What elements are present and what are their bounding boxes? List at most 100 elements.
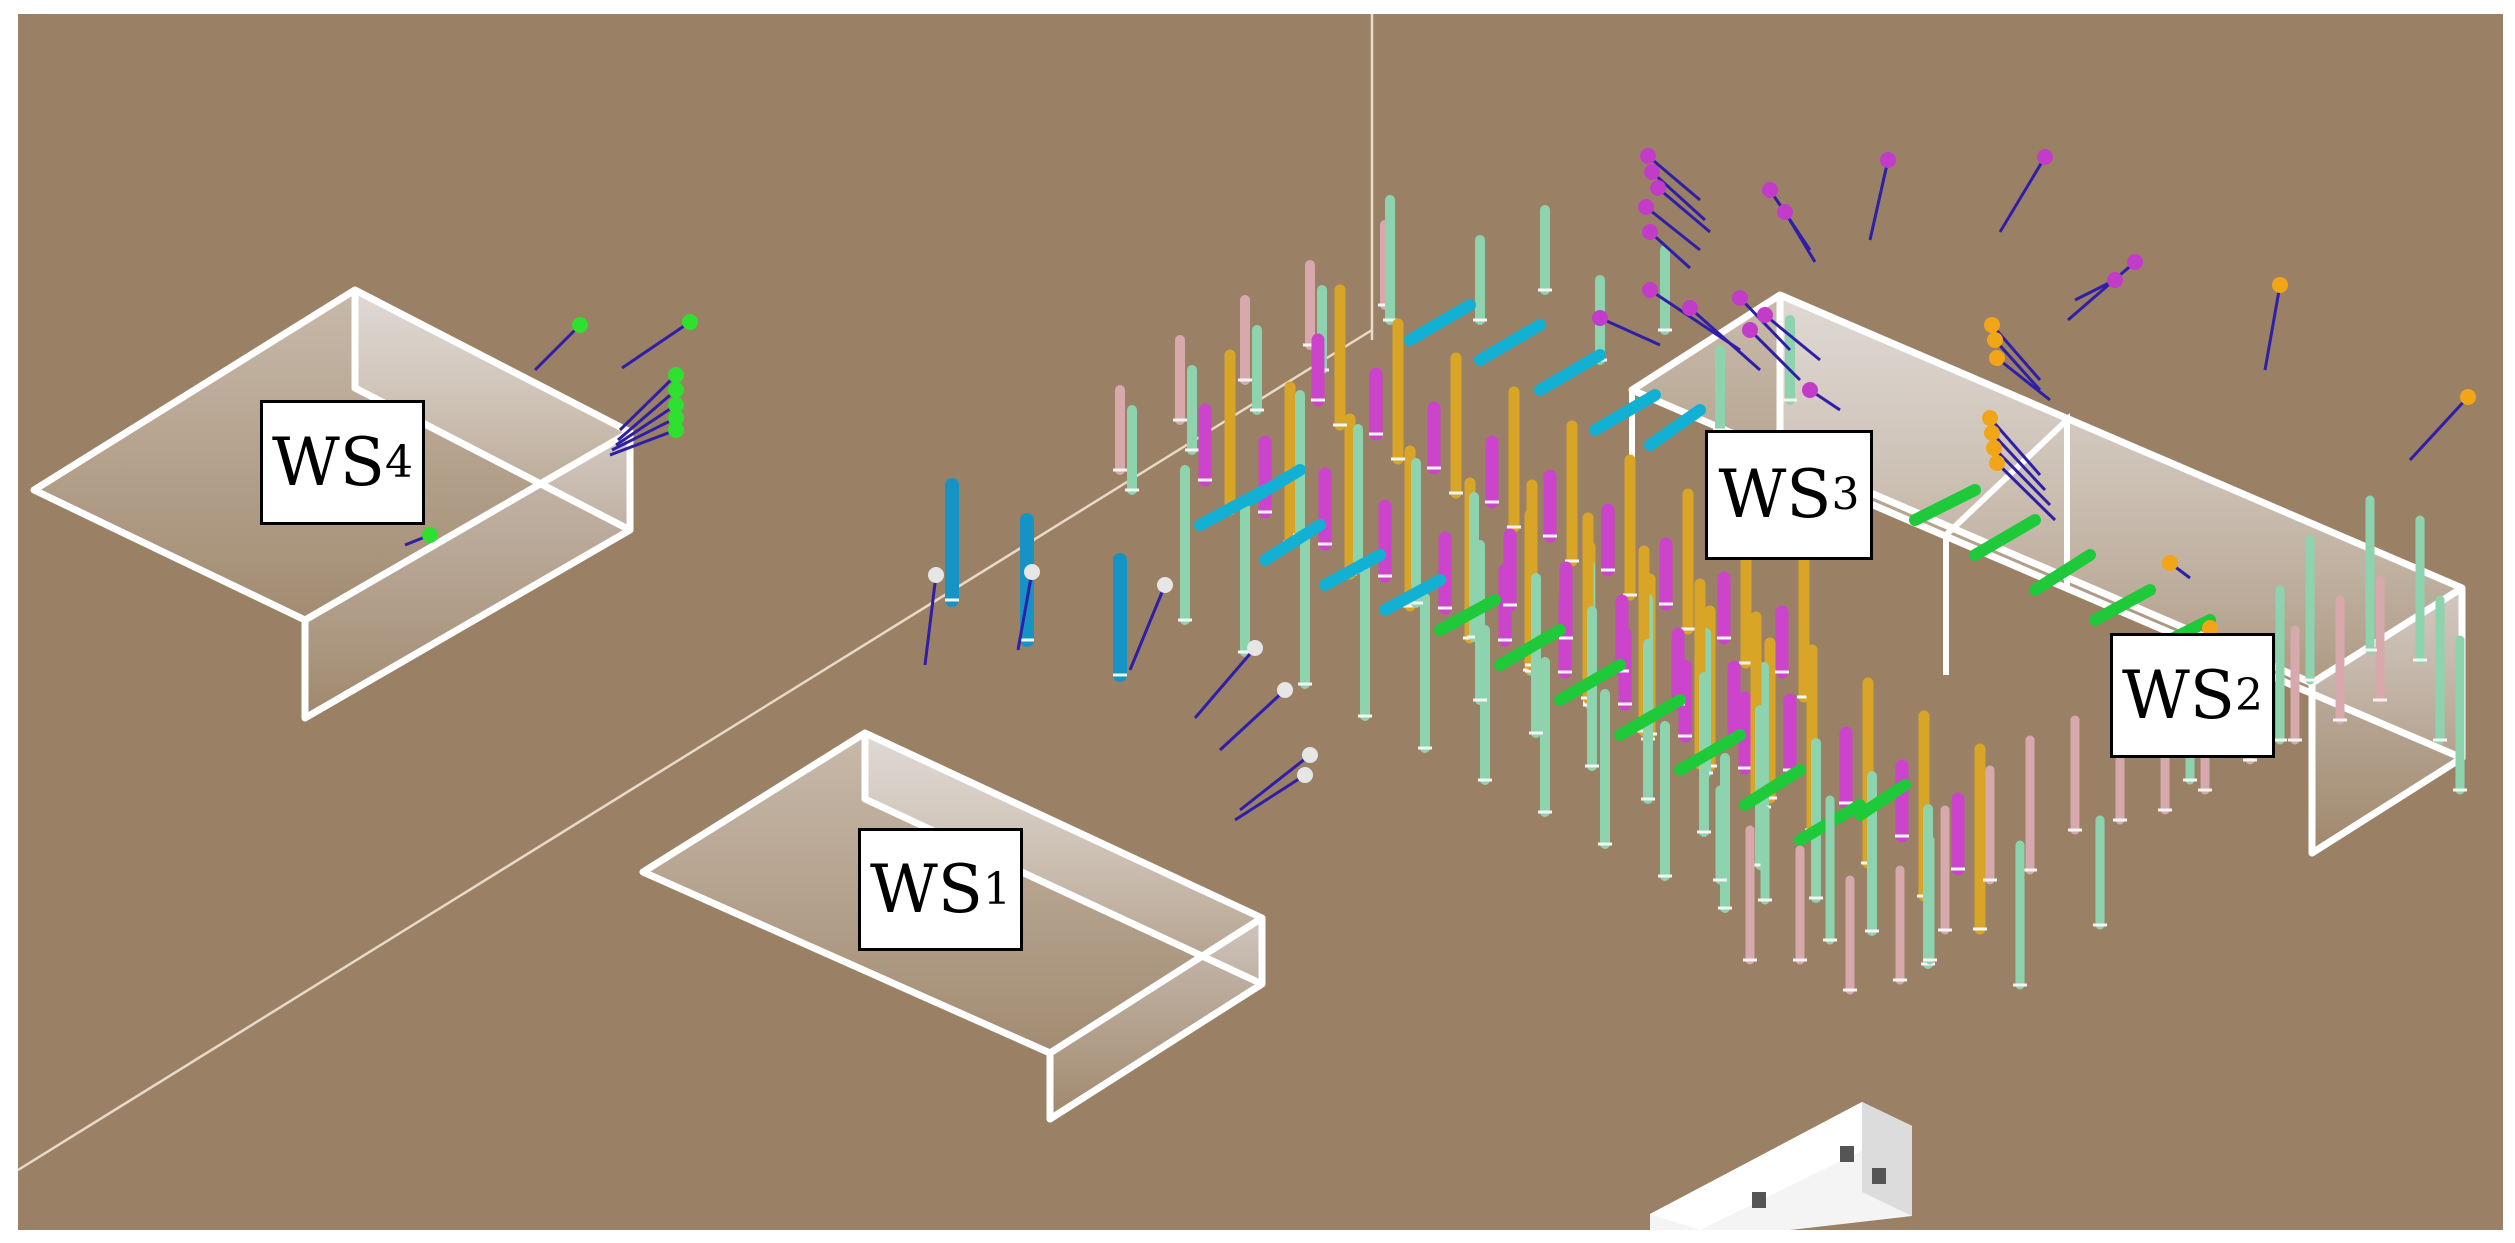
marker-orange-6-ball — [1989, 455, 2005, 471]
marker-white-6-pointer — [1234, 773, 1306, 822]
marker-magenta-14-ball — [1592, 310, 1608, 326]
marker-green-1-ball — [682, 314, 698, 330]
ws3-ws2-divider-top — [1943, 413, 2070, 590]
ws1-prefix: WS — [869, 850, 984, 928]
marker-white-3-ball — [1247, 640, 1263, 656]
axis-line-diagonal — [17, 328, 1373, 1172]
marker-white-0-pointer — [923, 574, 938, 666]
marker-magenta-1-ball — [1644, 164, 1660, 180]
marker-magenta-7-pointer — [1868, 159, 1890, 241]
green-bar-4 — [1674, 729, 1746, 776]
vehicle-top — [1650, 1102, 1912, 1230]
green-bar-0 — [1434, 594, 1501, 636]
marker-orange-8-ball — [2460, 389, 2476, 405]
marker-white-2-pointer — [1128, 584, 1167, 671]
marker-green-2-pointer — [618, 373, 678, 432]
marker-magenta-8-pointer — [1998, 156, 2047, 233]
marker-magenta-1-pointer — [1650, 170, 1707, 222]
marker-magenta-9-ball — [2127, 254, 2143, 270]
vehicle-side — [1862, 1102, 1912, 1216]
marker-magenta-17-ball — [1757, 307, 1773, 323]
marker-magenta-5-ball — [1762, 182, 1778, 198]
marker-magenta-3-pointer — [1645, 205, 1701, 252]
marker-white-1-pointer — [1016, 571, 1034, 651]
marker-white-3-pointer — [1193, 647, 1257, 719]
marker-magenta-3-ball — [1638, 199, 1654, 215]
ws2-prefix: WS — [2121, 656, 2236, 734]
marker-orange-1-pointer — [1993, 338, 2042, 392]
green-bar-2 — [1554, 659, 1626, 706]
marker-magenta-0-pointer — [1647, 154, 1701, 202]
cyan-bar-6 — [1534, 349, 1606, 396]
marker-green-3-pointer — [617, 388, 677, 442]
cyan-bar-7 — [1589, 389, 1661, 436]
marker-white-1-ball — [1024, 564, 1040, 580]
marker-magenta-12-ball — [1682, 300, 1698, 316]
marker-magenta-13-ball — [1732, 290, 1748, 306]
marker-magenta-4-ball — [1642, 224, 1658, 240]
cyan-bar-2 — [1319, 549, 1386, 591]
marker-magenta-11-ball — [1642, 282, 1658, 298]
vehicle-window-2 — [1872, 1168, 1886, 1184]
marker-orange-7-pointer — [2263, 284, 2282, 371]
cyan-bar-8 — [1644, 404, 1706, 451]
marker-magenta-2-ball — [1650, 180, 1666, 196]
marker-green-7-ball — [422, 527, 438, 543]
green-bar-7 — [1854, 779, 1911, 821]
marker-magenta-6-ball — [1777, 204, 1793, 220]
marker-orange-2-pointer — [1996, 356, 2051, 402]
cyan-bar-9 — [1244, 464, 1306, 506]
marker-magenta-4-pointer — [1648, 230, 1692, 270]
marker-green-2-ball — [668, 367, 684, 383]
cyan-bar-5 — [1474, 319, 1546, 366]
marker-orange-0-ball — [1984, 317, 2000, 333]
marker-green-6-pointer — [609, 428, 677, 457]
marker-orange-7-ball — [2272, 277, 2288, 293]
marker-pointers — [404, 148, 2476, 822]
green-bar-10 — [2029, 549, 2096, 596]
ws1-box-front-face — [1050, 918, 1262, 1119]
cyan-bar-4 — [1404, 299, 1476, 346]
marker-orange-8-pointer — [2408, 395, 2470, 462]
marker-orange-6-pointer — [1995, 461, 2057, 522]
ws3-prefix: WS — [1718, 456, 1832, 533]
marker-magenta-8-ball — [2037, 149, 2053, 165]
green-bar-11 — [2089, 584, 2156, 626]
marker-green-4-ball — [668, 397, 684, 413]
marker-orange-4-ball — [1984, 425, 2000, 441]
marker-magenta-17-pointer — [1764, 313, 1821, 362]
ws4-prefix: WS — [271, 423, 386, 501]
marker-orange-5-pointer — [1992, 446, 2052, 507]
marker-magenta-10-ball — [2107, 272, 2123, 288]
vehicle-window-3 — [1752, 1192, 1766, 1208]
marker-white-5-ball — [1302, 747, 1318, 763]
vehicle-window-1 — [1840, 1146, 1854, 1162]
marker-magenta-14-pointer — [1599, 316, 1661, 347]
marker-orange-2-ball — [1989, 350, 2005, 366]
marker-magenta-9-pointer — [2067, 260, 2136, 322]
marker-white-4-ball — [1277, 682, 1293, 698]
marker-green-0-pointer — [533, 323, 582, 372]
marker-white-6-ball — [1297, 767, 1313, 783]
green-bar-3 — [1614, 694, 1686, 741]
marker-green-1-pointer — [621, 320, 691, 370]
green-bar-9 — [1969, 514, 2041, 561]
marker-magenta-16-ball — [1802, 382, 1818, 398]
marker-orange-9-ball — [2162, 555, 2178, 571]
marker-white-4-pointer — [1218, 688, 1287, 752]
marker-magenta-15-ball — [1742, 322, 1758, 338]
marker-green-0-ball — [572, 317, 588, 333]
marker-orange-10-ball — [2202, 620, 2218, 636]
marker-magenta-7-ball — [1880, 152, 1896, 168]
robot-structure — [945, 195, 2467, 995]
marker-magenta-2-pointer — [1657, 186, 1711, 234]
green-bar-1 — [1494, 624, 1566, 671]
marker-white-5-pointer — [1239, 753, 1311, 812]
marker-green-5-pointer — [611, 416, 677, 452]
